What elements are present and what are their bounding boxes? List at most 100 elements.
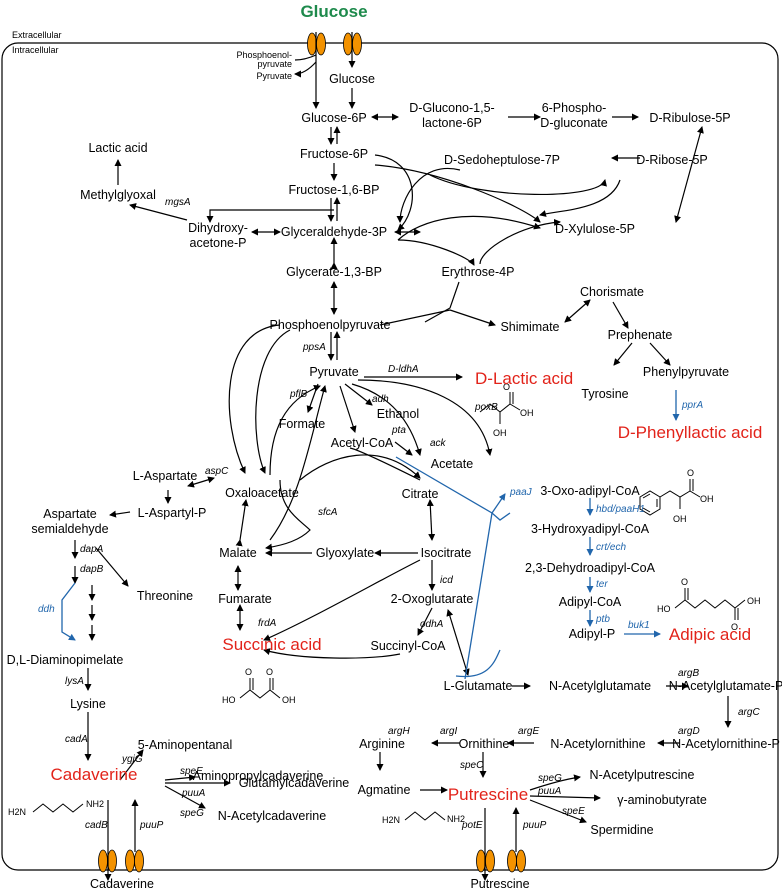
arginine: Arginine <box>359 737 405 751</box>
reaction-arrows <box>71 32 732 881</box>
agmatine: Agmatine <box>358 783 411 797</box>
malate: Malate <box>219 546 257 560</box>
enzyme-argC: argC <box>738 707 760 718</box>
enzyme-ter: ter <box>596 579 608 590</box>
enzyme-argE: argE <box>518 726 539 737</box>
tyrosine: Tyrosine <box>581 387 628 401</box>
pep-side-label: Phosphoenol- <box>236 50 292 60</box>
glucose: Glucose <box>329 72 375 86</box>
svg-text:HO: HO <box>657 604 671 614</box>
enzyme-argB: argB <box>678 668 699 679</box>
enzyme-labels: mgsA ppsA pflB adh pta ack poxB D-ldhA a… <box>65 197 760 831</box>
citrate: Citrate <box>402 487 439 501</box>
putrescine-extracellular: Putrescine <box>470 877 529 890</box>
enzyme-aspC: aspC <box>205 466 229 477</box>
dhap-2: acetone-P <box>190 236 247 250</box>
l-glutamate: L-Glutamate <box>444 679 513 693</box>
enzyme-hbd-paaH1: hbd/paaH1 <box>596 504 645 515</box>
succinyl-coa: Succinyl-CoA <box>370 639 446 653</box>
intracellular-label: Intracellular <box>12 45 59 55</box>
enzyme-argI: argI <box>440 726 457 737</box>
threonine: Threonine <box>137 589 193 603</box>
svg-text:O: O <box>681 577 688 587</box>
formate: Formate <box>279 417 326 431</box>
enzyme-odhA: odhA <box>420 619 444 630</box>
svg-text:OH: OH <box>673 514 687 524</box>
n-acetylglutamate-p: N-Acetylglutamate-P <box>669 679 782 693</box>
lysine: Lysine <box>70 697 106 711</box>
pote-transporter <box>476 849 495 873</box>
enzyme-puuA-2: puuA <box>537 786 562 797</box>
n-acetylcadaverine: N-Acetylcadaverine <box>218 809 326 823</box>
phosphogluconate: 6-Phospho- <box>542 101 607 115</box>
erythrose-4p: Erythrose-4P <box>442 265 515 279</box>
enzyme-buk1: buk1 <box>628 620 650 631</box>
pyruvate-side-label: Pyruvate <box>256 71 292 81</box>
d-phenyllactic-acid: D-Phenyllactic acid <box>618 423 763 442</box>
pep-side-label-2: pyruvate <box>257 59 292 69</box>
puup-transporter-put <box>507 849 526 873</box>
svg-text:O: O <box>245 667 252 677</box>
svg-text:NH2: NH2 <box>86 799 104 809</box>
enzyme-ack: ack <box>430 438 447 449</box>
metabolite-labels: Glucose Glucose Phosphoenol- pyruvate Py… <box>7 2 782 890</box>
oxo-adipyl-coa: 3-Oxo-adipyl-CoA <box>540 484 640 498</box>
enzyme-paaJ: paaJ <box>509 487 533 498</box>
prephenate: Prephenate <box>608 328 673 342</box>
acetyl-coa: Acetyl-CoA <box>331 436 394 450</box>
cadaverine-structure: H2N NH2 <box>8 799 104 817</box>
chorismate: Chorismate <box>580 285 644 299</box>
enzyme-pta: pta <box>391 425 406 436</box>
ribose-5p: D-Ribose-5P <box>636 153 708 167</box>
enzyme-cadB: cadB <box>85 820 108 831</box>
ethanol: Ethanol <box>377 407 419 421</box>
enzyme-puuP-2: puuP <box>522 820 547 831</box>
enzyme-speE-2: speE <box>562 806 585 817</box>
fumarate: Fumarate <box>218 592 272 606</box>
n-acetylglutamate: N-Acetylglutamate <box>549 679 651 693</box>
glutamylcadaverine: Glutamylcadaverine <box>239 776 350 790</box>
gamma-aminobutyrate: γ-aminobutyrate <box>617 793 707 807</box>
enzyme-speC: speC <box>460 760 484 771</box>
fructose-16bp: Fructose-1,6-BP <box>288 183 379 197</box>
shimimate: Shimimate <box>500 320 559 334</box>
aspartate-semialdehyde: Aspartate <box>43 507 97 521</box>
enzyme-potE: potE <box>461 820 483 831</box>
cell-membrane <box>1 42 779 871</box>
svg-text:OH: OH <box>700 494 714 504</box>
5-aminopentanal: 5-Aminopentanal <box>138 738 233 752</box>
enzyme-argD: argD <box>678 726 700 737</box>
extracellular-label: Extracellular <box>12 30 62 40</box>
d-lactic-acid-structure: O OH OH <box>479 382 534 438</box>
phosphogluconate-2: D-gluconate <box>540 116 607 130</box>
lactic-acid-top: Lactic acid <box>88 141 147 155</box>
glyceraldehyde-3p: Glyceraldehyde-3P <box>281 225 387 239</box>
enzyme-speE: speE <box>180 766 203 777</box>
d-lactic-acid: D-Lactic acid <box>475 369 573 388</box>
enzyme-icd: icd <box>440 575 453 586</box>
enzyme-dapA: dapA <box>80 544 104 555</box>
adipic-acid-structure: O O HO OH <box>657 577 761 632</box>
ribulose-5p: D-Ribulose-5P <box>649 111 730 125</box>
cadaverine: Cadaverine <box>51 765 138 784</box>
enzyme-pflB: pflB <box>289 389 308 400</box>
hydroxyadipyl-coa: 3-Hydroxyadipyl-CoA <box>531 522 650 536</box>
enzyme-sfcA: sfcA <box>318 507 338 518</box>
enzyme-cadA: cadA <box>65 734 88 745</box>
putrescine-structure: H2N NH2 <box>382 811 465 825</box>
isocitrate: Isocitrate <box>421 546 472 560</box>
glyoxylate: Glyoxylate <box>316 546 374 560</box>
product-labels: D-Lactic acid D-Phenyllactic acid Succin… <box>51 369 763 804</box>
2-oxoglutarate: 2-Oxoglutarate <box>391 592 474 606</box>
fructose-6p: Fructose-6P <box>300 147 368 161</box>
glucono-lactone-2: lactone-6P <box>422 116 482 130</box>
enzyme-argH: argH <box>388 726 410 737</box>
svg-text:O: O <box>266 667 273 677</box>
puup-transporter-cad <box>125 849 144 873</box>
dhap: Dihydroxy- <box>188 221 248 235</box>
svg-text:OH: OH <box>747 596 761 606</box>
glycerate-13bp: Glycerate-1,3-BP <box>286 265 382 279</box>
enzyme-lysA: lysA <box>65 676 84 687</box>
ornithine: Ornithine <box>459 737 510 751</box>
